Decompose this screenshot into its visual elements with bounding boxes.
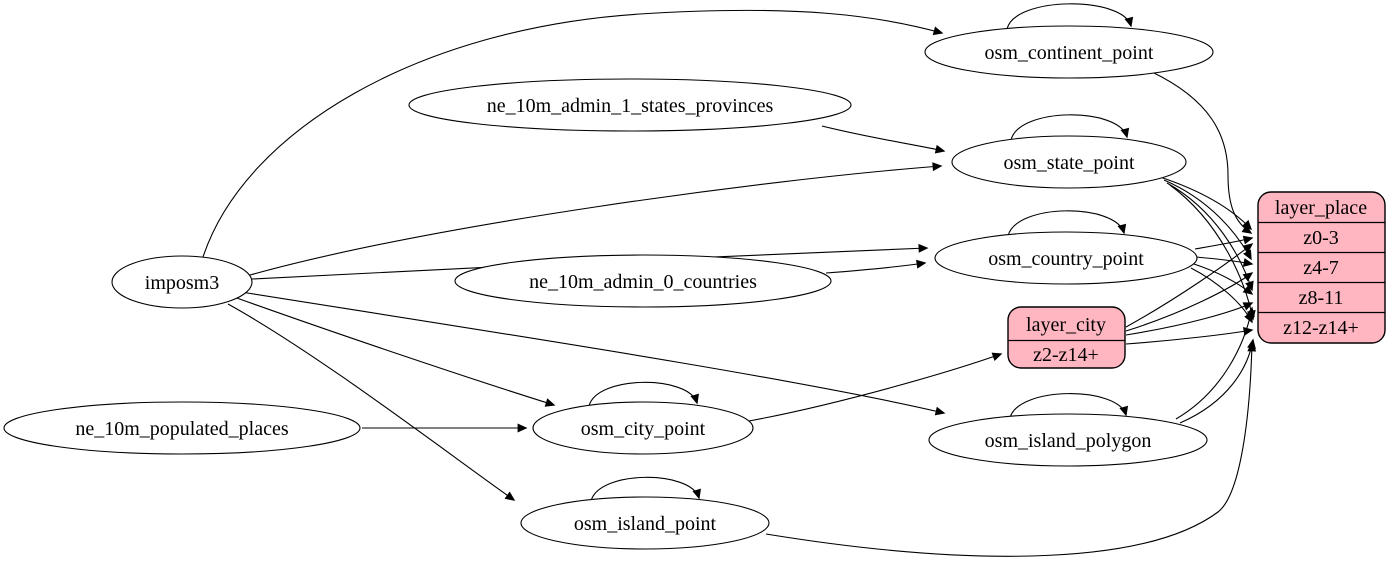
node-ne_10m_admin_0_countries: ne_10m_admin_0_countries <box>454 254 832 308</box>
node-osm_city_point: osm_city_point <box>532 401 754 455</box>
record-layer_place-row-z8-11: z8-11 <box>1299 287 1344 309</box>
node-island-polygon-shape <box>928 413 1208 467</box>
edge-ne_states-to-osm_state_point <box>821 125 946 154</box>
node-island-polygon-label: osm_island_polygon <box>985 430 1152 452</box>
record-layer_place-row-z0-3: z0-3 <box>1303 227 1339 249</box>
edge-imposm3-to-osm_island_point <box>227 303 516 501</box>
node-osm_country_point: osm_country_point <box>934 231 1198 285</box>
edge-country-to-place-z0-3 <box>1194 235 1254 250</box>
node-ne-states-label: ne_10m_admin_1_states_provinces <box>487 95 774 117</box>
selfloop-osm_state_point <box>1010 114 1130 141</box>
edge-layercity-to-place-z8-11 <box>1125 302 1254 336</box>
node-ne-states-shape <box>408 78 852 132</box>
node-osm_state_point: osm_state_point <box>951 135 1187 189</box>
node-osm_island_polygon: osm_island_polygon <box>928 413 1208 467</box>
node-ne-countries-label: ne_10m_admin_0_countries <box>529 271 757 293</box>
edge-imposm3-to-osm_continent_point <box>202 9 944 258</box>
node-ne-places-label: ne_10m_populated_places <box>75 418 288 440</box>
selfloop-osm_city_point <box>588 381 699 407</box>
edge-country-to-place-z4-7 <box>1195 256 1254 267</box>
node-island-point-label: osm_island_point <box>574 513 717 535</box>
node-continent-shape <box>924 25 1214 79</box>
record-layer_city-box <box>1007 306 1126 369</box>
selfloop-osm_island_polygon <box>1009 393 1129 419</box>
edge-layercity-to-place-z0-3 <box>1125 243 1254 328</box>
edge-state-to-place-z0-3 <box>1159 176 1253 231</box>
node-ne_10m_populated_places: ne_10m_populated_places <box>3 401 361 455</box>
edge-layercity-to-place-z4-7 <box>1125 272 1254 332</box>
record-layer_place: layer_place z0-3 z4-7 z8-11 z12-z14+ <box>1257 191 1386 344</box>
record-layer_place-box <box>1257 191 1386 344</box>
node-island-point-shape <box>520 496 770 550</box>
edge-islandpolygon-to-place-z8-11 <box>1175 306 1255 420</box>
edge-layercity-to-place-z12-z14 <box>1125 326 1254 345</box>
node-city-label: osm_city_point <box>581 418 706 440</box>
node-state-label: osm_state_point <box>1003 152 1135 174</box>
node-country-shape <box>934 231 1198 285</box>
node-osm_island_point: osm_island_point <box>520 496 770 550</box>
node-imposm3-shape <box>111 255 253 309</box>
record-layer_place-row-z4-7: z4-7 <box>1303 257 1339 279</box>
record-layer_place-title: layer_place <box>1275 197 1367 219</box>
node-imposm3: imposm3 <box>111 255 253 309</box>
node-ne-places-shape <box>3 401 361 455</box>
node-imposm3-label: imposm3 <box>145 272 219 294</box>
record-layer_city: layer_city z2-z14+ <box>1007 306 1126 369</box>
record-layer_city-row-z2-z14: z2-z14+ <box>1033 344 1099 366</box>
record-layer_place-row-z12-z14: z12-z14+ <box>1283 317 1359 339</box>
edge-continent-to-place-z0-3 <box>1151 71 1253 234</box>
edge-imposm3-to-osm_state_point <box>249 162 943 276</box>
node-ne_10m_admin_1_states_provinces: ne_10m_admin_1_states_provinces <box>408 78 852 132</box>
edge-city-to-layercity-z2-z14 <box>748 352 1003 422</box>
node-country-label: osm_country_point <box>988 248 1144 270</box>
selfloop-osm_country_point <box>1007 210 1127 237</box>
edge-imposm3-to-osm_island_polygon <box>240 291 946 416</box>
edge-country-to-place-z8-11 <box>1193 263 1254 295</box>
selfloop-osm_continent_point <box>1006 3 1134 30</box>
edge-imposm3-to-osm_city_point <box>233 296 556 407</box>
node-state-shape <box>951 135 1187 189</box>
edge-islandpolygon-to-place-z12-z14 <box>1179 338 1256 424</box>
node-continent-label: osm_continent_point <box>985 42 1154 64</box>
edge-ne_countries-to-osm_country_point <box>825 259 927 274</box>
edge-state-to-place-z8-11 <box>1166 182 1254 292</box>
record-layer_city-title: layer_city <box>1026 314 1106 336</box>
node-osm_continent_point: osm_continent_point <box>924 25 1214 79</box>
edge-islandpoint-to-place-z12-z14 <box>765 341 1257 557</box>
node-ne-countries-shape <box>454 254 832 308</box>
node-city-shape <box>532 401 754 455</box>
selfloop-osm_island_point <box>590 476 701 502</box>
